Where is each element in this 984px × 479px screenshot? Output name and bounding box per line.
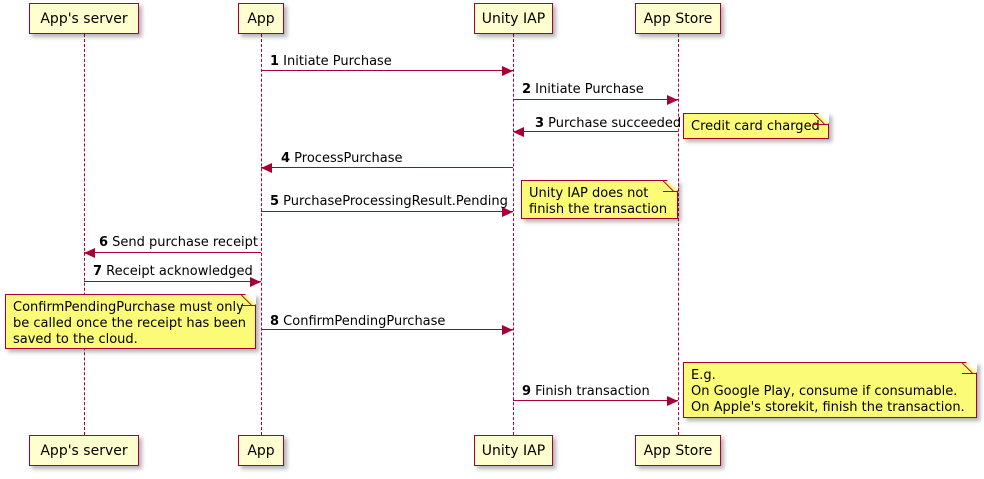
note-text: Unity IAP does not finish the transactio…: [529, 186, 668, 217]
message-label-1: 1 Initiate Purchase: [270, 55, 392, 68]
participant-label: App Store: [643, 442, 713, 459]
message-arrowhead-9: [667, 395, 678, 406]
participant-app-server-bottom[interactable]: App's server: [29, 435, 139, 466]
message-seq-2: 2: [522, 82, 532, 97]
message-seq-1: 1: [270, 54, 280, 69]
message-line-9: [513, 400, 678, 401]
message-seq-7: 7: [93, 264, 103, 279]
participant-unity-iap-top[interactable]: Unity IAP: [474, 3, 553, 34]
note-text: E.g. On Google Play, consume if consumab…: [691, 368, 965, 415]
note-confirm-pending-purchase: ConfirmPendingPurchase must only be call…: [5, 294, 256, 349]
participant-app-bottom[interactable]: App: [238, 435, 284, 466]
message-label-4: 4 ProcessPurchase: [281, 152, 403, 165]
participant-app-store-top[interactable]: App Store: [635, 3, 721, 34]
message-arrowhead-7: [250, 276, 261, 287]
message-text-4: ProcessPurchase: [290, 151, 403, 166]
message-arrowhead-2: [667, 94, 678, 105]
note-text: Credit card charged: [691, 119, 820, 134]
message-line-3: [513, 131, 678, 132]
message-line-7: [84, 281, 261, 282]
message-label-8: 8 ConfirmPendingPurchase: [270, 315, 445, 328]
message-line-5: [261, 211, 513, 212]
message-seq-6: 6: [99, 235, 109, 250]
message-line-6: [84, 252, 261, 253]
message-arrowhead-3: [513, 126, 524, 137]
lifeline-app-server: [84, 34, 85, 435]
message-line-4: [261, 167, 513, 168]
message-label-5: 5 PurchaseProcessingResult.Pending: [270, 195, 508, 208]
note-fold-line: [663, 180, 678, 195]
message-text-7: Receipt acknowledged: [102, 264, 253, 279]
note-fold-line: [241, 294, 256, 309]
message-label-3: 3 Purchase succeeded: [535, 117, 681, 130]
lifeline-app-store: [678, 34, 679, 435]
message-text-8: ConfirmPendingPurchase: [279, 314, 446, 329]
participant-label: Unity IAP: [481, 10, 546, 27]
participant-app-server-top[interactable]: App's server: [29, 3, 139, 34]
note-text: ConfirmPendingPurchase must only be call…: [13, 300, 246, 347]
note-fold-line: [962, 362, 977, 377]
participant-label: App's server: [40, 442, 128, 459]
participant-label: App: [247, 442, 275, 459]
note-credit-card-charged: Credit card charged: [683, 113, 829, 139]
participant-label: App's server: [40, 10, 128, 27]
message-seq-9: 9: [522, 384, 532, 399]
message-label-7: 7 Receipt acknowledged: [93, 265, 253, 278]
message-label-2: 2 Initiate Purchase: [522, 83, 644, 96]
message-label-6: 6 Send purchase receipt: [99, 236, 258, 249]
message-text-2: Initiate Purchase: [531, 82, 644, 97]
message-text-9: Finish transaction: [531, 384, 650, 399]
message-arrowhead-4: [261, 162, 272, 173]
participant-unity-iap-bottom[interactable]: Unity IAP: [474, 435, 553, 466]
message-line-2: [513, 99, 678, 100]
participant-label: App: [247, 10, 275, 27]
note-unity-iap-does-not-finish: Unity IAP does not finish the transactio…: [521, 180, 678, 219]
message-label-9: 9 Finish transaction: [522, 385, 650, 398]
message-seq-8: 8: [270, 314, 280, 329]
lifeline-app: [261, 34, 262, 435]
message-text-1: Initiate Purchase: [279, 54, 392, 69]
participant-app-store-bottom[interactable]: App Store: [635, 435, 721, 466]
message-text-6: Send purchase receipt: [108, 235, 259, 250]
participant-label: Unity IAP: [481, 442, 546, 459]
message-line-1: [261, 70, 513, 71]
message-arrowhead-5: [502, 206, 513, 217]
note-fold-line: [814, 113, 829, 128]
message-arrowhead-8: [502, 324, 513, 335]
message-text-3: Purchase succeeded: [544, 116, 682, 131]
message-text-5: PurchaseProcessingResult.Pending: [279, 194, 508, 209]
message-arrowhead-1: [502, 65, 513, 76]
participant-label: App Store: [643, 10, 713, 27]
lifeline-unity-iap: [513, 34, 514, 435]
participant-app-top[interactable]: App: [238, 3, 284, 34]
note-finish-transaction-examples: E.g. On Google Play, consume if consumab…: [683, 362, 977, 418]
message-line-8: [261, 329, 513, 330]
message-seq-3: 3: [535, 116, 545, 131]
message-seq-4: 4: [281, 151, 291, 166]
message-arrowhead-6: [84, 247, 95, 258]
message-seq-5: 5: [270, 194, 280, 209]
